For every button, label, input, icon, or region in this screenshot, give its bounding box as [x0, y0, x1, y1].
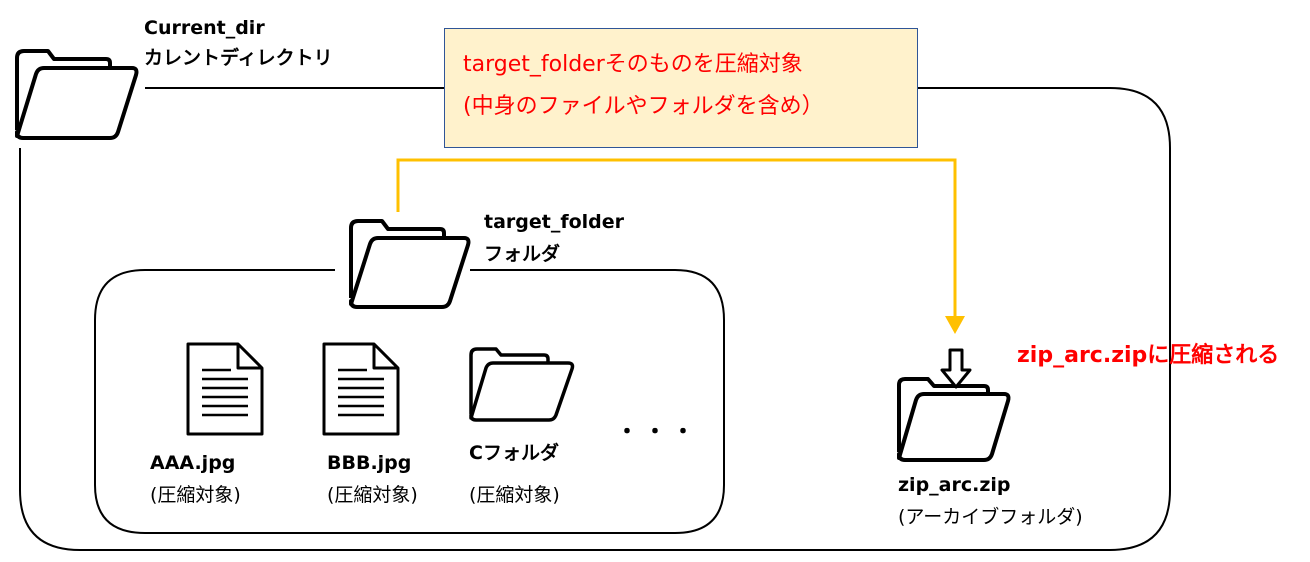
item-aaa-note: (圧縮対象): [150, 484, 241, 506]
item-c-note: (圧縮対象): [469, 484, 560, 506]
item-bbb-note: (圧縮対象): [327, 484, 418, 506]
file-bbb-icon: [322, 342, 400, 436]
target-folder-icon: [349, 219, 471, 309]
c-folder-icon: [469, 347, 575, 422]
target-folder-name: target_folder: [484, 211, 625, 233]
target-folder-desc: フォルダ: [484, 243, 561, 265]
download-arrow-icon: [940, 348, 972, 389]
callout-box: target_folderそのものを圧縮対象 (中身のファイルやフォルダを含め）: [444, 28, 918, 148]
current-dir-boundary: [19, 87, 1171, 551]
result-label: zip_arc.zipに圧縮される: [1017, 343, 1280, 368]
callout-line-2: (中身のファイルやフォルダを含め）: [463, 94, 824, 119]
current-dir-name: Current_dir: [144, 17, 265, 39]
current-dir-folder-icon: [15, 49, 139, 140]
callout-line-1: target_folderそのものを圧縮対象: [463, 52, 803, 77]
ellipsis: ・・・: [616, 420, 701, 445]
archive-name: zip_arc.zip: [898, 474, 1011, 496]
item-c-name: Cフォルダ: [469, 442, 559, 464]
item-aaa-name: AAA.jpg: [150, 452, 236, 474]
target-folder-boundary: [94, 269, 725, 534]
compress-arrow: [396, 158, 965, 334]
archive-desc: (アーカイブフォルダ): [898, 506, 1083, 528]
current-dir-desc: カレントディレクトリ: [144, 47, 333, 69]
archive-folder-icon: [897, 377, 1011, 462]
file-aaa-icon: [186, 342, 264, 436]
item-bbb-name: BBB.jpg: [327, 452, 412, 474]
